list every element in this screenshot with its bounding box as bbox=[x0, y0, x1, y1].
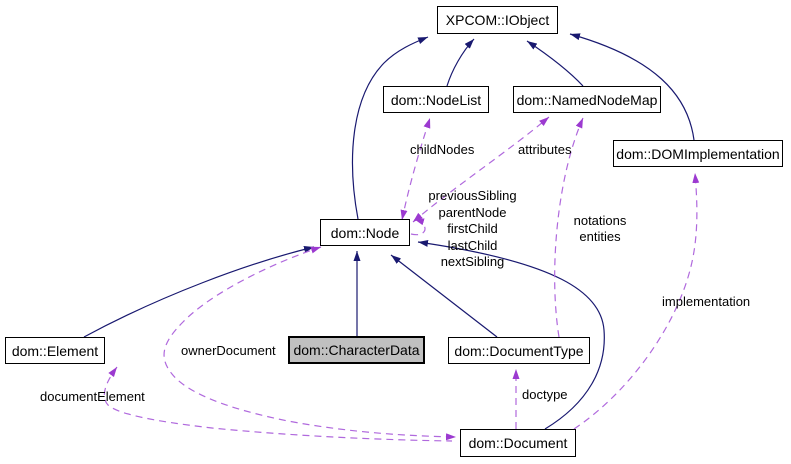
edge-inherit-nodelist-iobject bbox=[446, 38, 475, 87]
edge-label-line: entities bbox=[579, 229, 621, 244]
class-node-label: dom::NamedNodeMap bbox=[516, 91, 658, 108]
edge-label-notations-entities: notations entities bbox=[570, 213, 630, 245]
class-node-label: dom::DocumentType bbox=[454, 342, 584, 359]
edge-label-doctype: doctype bbox=[522, 387, 568, 402]
class-node-dom-characterdata: dom::CharacterData bbox=[288, 336, 425, 364]
class-node-label: dom::NodeList bbox=[390, 91, 482, 108]
edge-label-childnodes: childNodes bbox=[410, 142, 475, 157]
class-node-xpcom-iobject[interactable]: XPCOM::IObject bbox=[437, 6, 558, 34]
edge-label-line: notations bbox=[573, 213, 627, 228]
class-node-dom-documenttype[interactable]: dom::DocumentType bbox=[448, 337, 590, 364]
edge-inherit-namednodemap-iobject bbox=[526, 40, 584, 87]
class-node-dom-namednodemap[interactable]: dom::NamedNodeMap bbox=[513, 86, 661, 113]
class-node-dom-element[interactable]: dom::Element bbox=[5, 337, 105, 364]
edge-label-ownerdocument: ownerDocument bbox=[181, 343, 276, 358]
class-node-label: dom::CharacterData bbox=[293, 342, 420, 358]
class-node-label: XPCOM::IObject bbox=[445, 12, 550, 28]
edge-label-documentelement: documentElement bbox=[40, 389, 145, 404]
edge-usage-attributes bbox=[412, 116, 550, 223]
class-node-dom-document[interactable]: dom::Document bbox=[460, 429, 576, 457]
edge-label-line: nextSibling bbox=[440, 254, 505, 269]
class-node-dom-node[interactable]: dom::Node bbox=[320, 219, 410, 246]
edge-usage-implementation bbox=[573, 172, 700, 430]
edge-inherit-node-iobject bbox=[351, 36, 429, 220]
class-node-label: dom::Element bbox=[11, 342, 99, 359]
edge-label-line: lastChild bbox=[447, 237, 498, 253]
edge-usage-documentelement bbox=[103, 366, 453, 442]
edge-label-attributes: attributes bbox=[518, 142, 572, 157]
edge-inherit-element-node bbox=[83, 245, 315, 338]
class-node-label: dom::Document bbox=[468, 435, 568, 451]
edge-inherit-domimplementation-iobject bbox=[569, 33, 695, 141]
class-node-dom-domimplementation[interactable]: dom::DOMImplementation bbox=[613, 140, 783, 167]
class-node-label: dom::Node bbox=[330, 224, 400, 241]
edge-label-line: previousSibling bbox=[428, 188, 517, 203]
edge-label-line: firstChild bbox=[447, 221, 498, 236]
edge-label-implementation: implementation bbox=[662, 294, 751, 309]
edge-label-siblings: previousSibling parentNode firstChild la… bbox=[420, 188, 525, 271]
edge-label-line: parentNode bbox=[438, 204, 507, 220]
class-node-label: dom::DOMImplementation bbox=[616, 145, 780, 162]
edge-usage-ownerdocument bbox=[163, 246, 457, 441]
edge-usage-siblings-selfloop bbox=[410, 218, 426, 236]
class-node-dom-nodelist[interactable]: dom::NodeList bbox=[383, 86, 489, 113]
edge-usage-notations-entities bbox=[554, 117, 584, 338]
edge-inherit-document-node bbox=[417, 239, 605, 430]
